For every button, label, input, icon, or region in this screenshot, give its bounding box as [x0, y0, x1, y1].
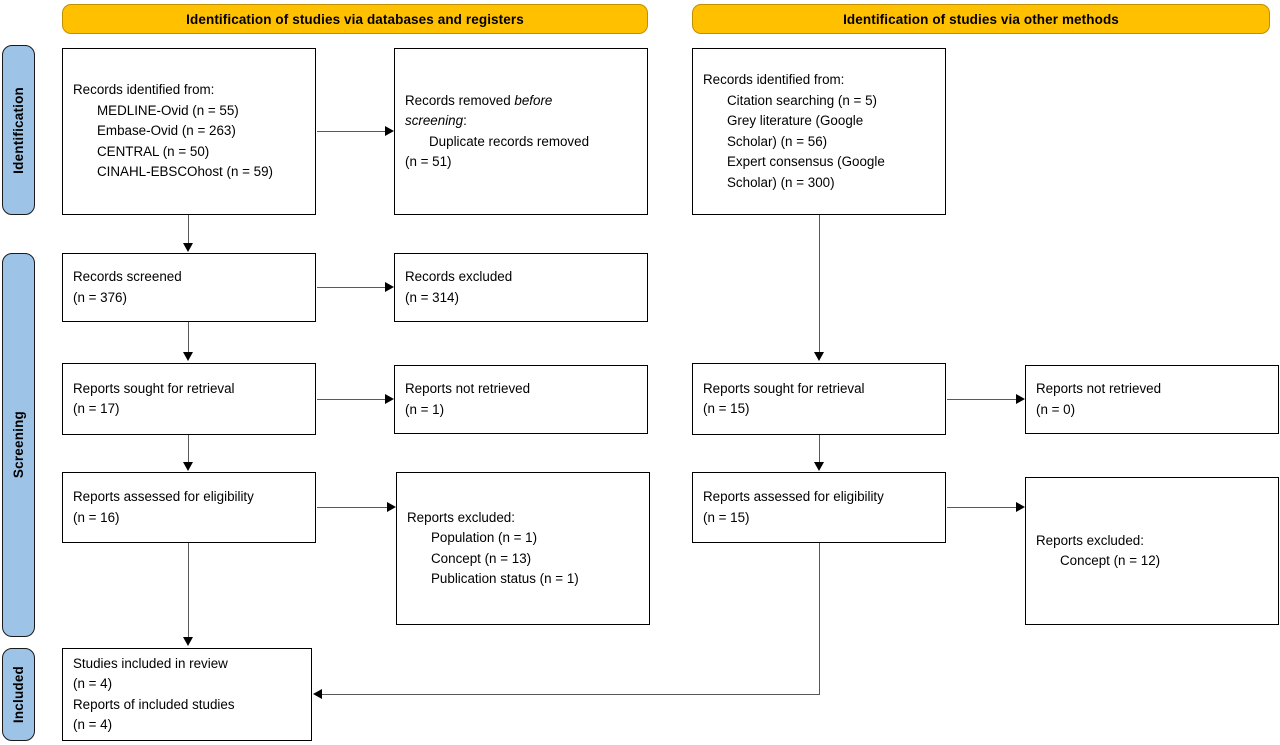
arrowhead-sought-other-to-assessed-other [814, 462, 824, 471]
box-reports-sought-databases: Reports sought for retrieval (n = 17) [62, 363, 316, 435]
arrowhead-sought-to-assessed [183, 462, 193, 471]
stage-label-screening-text: Screening [11, 411, 26, 479]
box-line: Publication status (n = 1) [431, 571, 579, 586]
connector-identified-to-removed [317, 131, 385, 133]
box-line: Records excluded [405, 269, 513, 284]
box-line: (n = 15) [703, 401, 750, 416]
box-line: Reports assessed for eligibility [73, 489, 254, 504]
box-line: (n = 0) [1036, 401, 1076, 417]
arrowhead-identified-other-to-sought-other [814, 352, 824, 361]
phase-header-other-methods: Identification of studies via other meth… [692, 4, 1270, 34]
phase-header-databases: Identification of studies via databases … [62, 4, 648, 34]
stage-label-identification-text: Identification [11, 86, 26, 174]
box-records-excluded: Records excluded (n = 314) [394, 253, 648, 322]
box-line: (n = 16) [73, 509, 120, 525]
box-line: CENTRAL (n = 50) [97, 143, 210, 159]
box-records-identified-other-methods: Records identified from: Citation search… [692, 48, 946, 215]
box-line: (n = 1) [405, 401, 445, 417]
stage-label-included-text: Included [11, 665, 26, 724]
connector-assessed-other-to-excluded-other [947, 507, 1016, 509]
box-line: Studies included in review [73, 655, 228, 671]
box-line: (n = 4) [73, 717, 113, 732]
connector-identified-other-to-sought-other [819, 215, 821, 353]
box-line: (n = 4) [73, 676, 113, 691]
stage-label-screening: Screening [2, 253, 35, 637]
box-reports-not-retrieved-databases: Reports not retrieved (n = 1) [394, 365, 648, 434]
connector-sought-other-to-assessed-other [819, 435, 821, 463]
box-line: Population (n = 1) [431, 530, 538, 545]
box-line: Reports of included studies [73, 696, 235, 712]
arrowhead-identified-to-removed [385, 126, 394, 136]
box-records-screened: Records screened (n = 376) [62, 253, 316, 322]
connector-assessed-other-down-to-included [819, 543, 821, 695]
arrowhead-other-to-included [313, 689, 322, 699]
box-line: Records screened [73, 269, 182, 284]
box-line: Duplicate records removed [429, 133, 590, 149]
connector-identified-to-screened [188, 215, 190, 244]
box-records-removed-before-screening: Records removed before screening: Duplic… [394, 48, 648, 215]
connector-assessed-other-left-to-included [322, 694, 820, 696]
box-line: screening: [405, 113, 467, 128]
box-line: (n = 15) [703, 509, 750, 525]
box-line: Scholar) (n = 56) [727, 133, 828, 149]
box-reports-assessed-databases: Reports assessed for eligibility (n = 16… [62, 472, 316, 543]
box-reports-assessed-other-methods: Reports assessed for eligibility (n = 15… [692, 472, 946, 543]
box-line: (n = 51) [405, 154, 452, 169]
box-line: Embase-Ovid (n = 263) [97, 123, 236, 139]
connector-sought-other-to-not-retrieved-other [947, 399, 1016, 401]
connector-assessed-to-included [188, 543, 190, 638]
box-line: Scholar) (n = 300) [727, 174, 835, 190]
arrowhead-sought-other-to-not-retrieved-other [1016, 394, 1025, 404]
arrowhead-assessed-to-included [183, 637, 193, 646]
box-line: Grey literature (Google [727, 113, 864, 128]
box-line: (n = 376) [73, 289, 127, 305]
box-reports-excluded-other-methods: Reports excluded: Concept (n = 12) [1025, 477, 1279, 625]
box-line: Concept (n = 12) [1060, 553, 1161, 568]
stage-label-identification: Identification [2, 45, 35, 215]
box-line: Reports not retrieved [405, 381, 531, 396]
box-studies-included: Studies included in review (n = 4) Repor… [62, 648, 312, 741]
box-line: CINAHL-EBSCOhost (n = 59) [97, 164, 274, 180]
phase-header-databases-label: Identification of studies via databases … [186, 11, 524, 27]
box-line: Reports excluded: [407, 509, 515, 525]
box-line: Reports assessed for eligibility [703, 489, 884, 504]
box-line: Concept (n = 13) [431, 550, 532, 566]
arrowhead-identified-to-screened [183, 243, 193, 252]
box-reports-excluded-databases: Reports excluded: Population (n = 1) Con… [396, 472, 650, 625]
box-line: Records identified from: [73, 82, 215, 98]
connector-screened-to-sought [188, 322, 190, 353]
box-records-identified-databases: Records identified from: MEDLINE-Ovid (n… [62, 48, 316, 215]
box-line: (n = 17) [73, 401, 120, 416]
connector-assessed-to-excluded [317, 507, 387, 509]
box-line: Reports sought for retrieval [73, 380, 235, 396]
box-line: Reports excluded: [1036, 532, 1144, 548]
box-line: MEDLINE-Ovid (n = 55) [97, 102, 239, 118]
box-line: Citation searching (n = 5) [727, 92, 877, 108]
connector-sought-to-assessed [188, 435, 190, 463]
connector-screened-to-excluded [317, 287, 385, 289]
box-line: Reports sought for retrieval [703, 380, 865, 396]
box-reports-not-retrieved-other-methods: Reports not retrieved (n = 0) [1025, 365, 1279, 434]
arrowhead-sought-to-not-retrieved [385, 394, 394, 404]
arrowhead-assessed-to-excluded [387, 502, 396, 512]
connector-sought-to-not-retrieved [317, 399, 385, 401]
stage-label-included: Included [2, 648, 35, 741]
arrowhead-assessed-other-to-excluded-other [1016, 502, 1025, 512]
box-reports-sought-other-methods: Reports sought for retrieval (n = 15) [692, 363, 946, 435]
box-line: Expert consensus (Google [727, 154, 885, 169]
box-line: Records removed before [405, 92, 553, 108]
phase-header-other-methods-label: Identification of studies via other meth… [843, 11, 1119, 27]
arrowhead-screened-to-sought [183, 352, 193, 361]
box-line: Reports not retrieved [1036, 381, 1162, 396]
box-line: (n = 314) [405, 289, 459, 305]
box-line: Records identified from: [703, 72, 845, 87]
arrowhead-screened-to-excluded [385, 282, 394, 292]
